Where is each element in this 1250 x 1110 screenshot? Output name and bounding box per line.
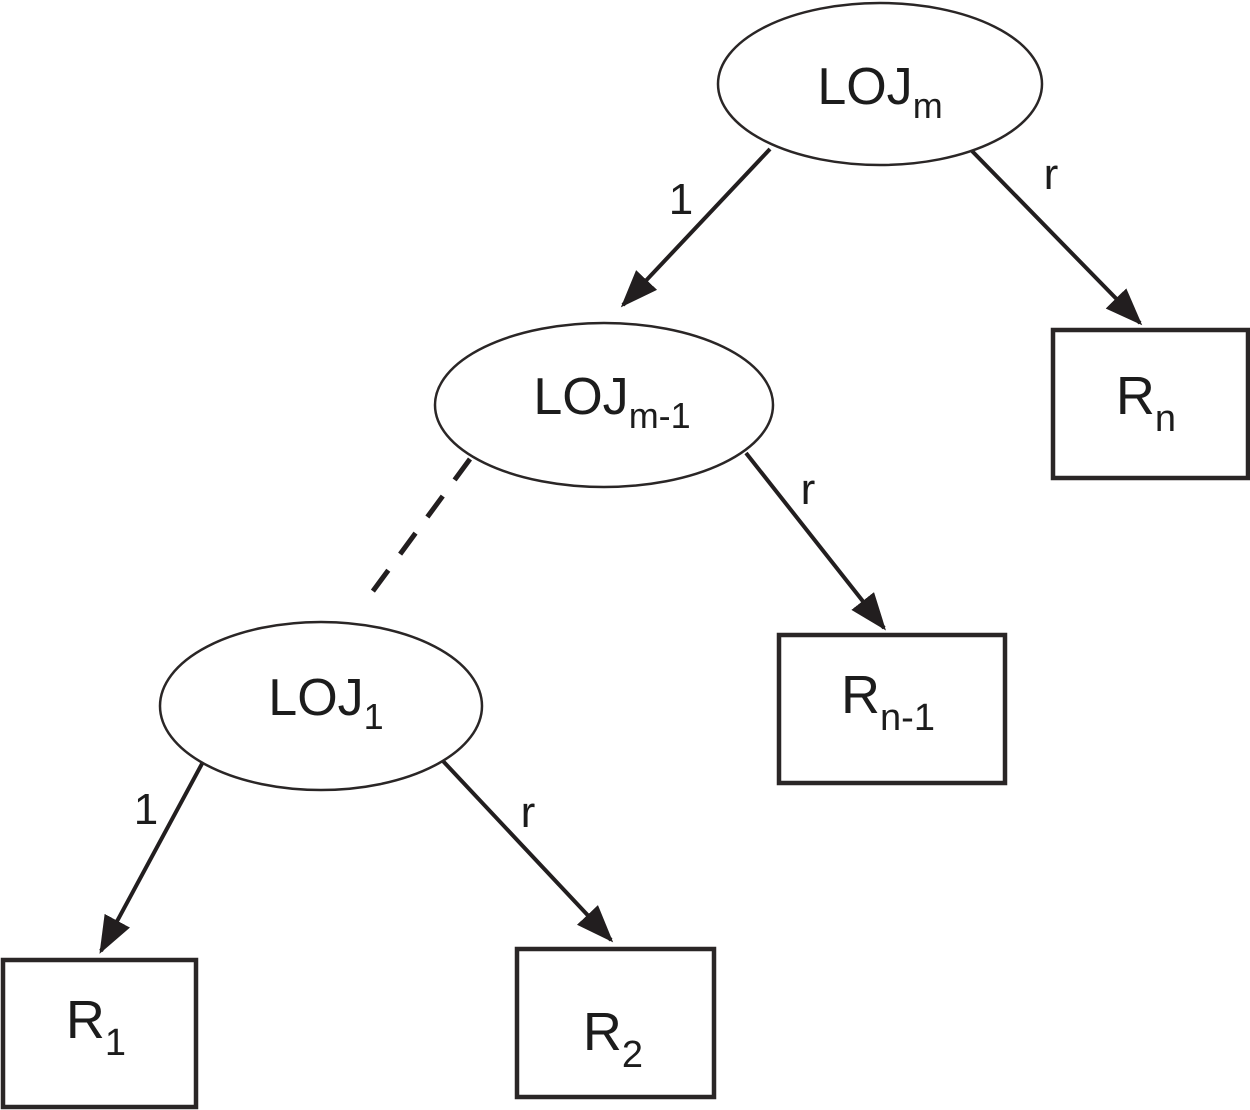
edge-loj-m-1-to-r-n-1 xyxy=(744,451,886,631)
edge-label-loj-m-right: r xyxy=(1044,150,1059,199)
label-subscript: m-1 xyxy=(629,395,691,436)
node-label-loj-1: LOJ1 xyxy=(268,669,383,737)
edge-label-loj-1-left: 1 xyxy=(134,785,158,834)
edge-label-loj-m-1-right: r xyxy=(801,465,816,514)
node-r-n-1: Rn-1 xyxy=(776,632,1008,786)
ellipse-loj-m-1 xyxy=(433,321,775,489)
node-label-r-1: R1 xyxy=(66,990,126,1064)
label-subscript: n xyxy=(1155,398,1176,440)
node-r-n: Rn xyxy=(1050,327,1250,481)
edge-label-loj-1-right: r xyxy=(521,788,536,837)
edge-label-loj-m-left: 1 xyxy=(669,175,693,224)
label-subscript: m xyxy=(913,85,943,126)
label-main: R xyxy=(583,1002,622,1062)
node-r-2: R2 xyxy=(514,946,717,1100)
label-main: R xyxy=(841,665,880,725)
node-loj-1: LOJ1 xyxy=(158,620,484,792)
label-main: R xyxy=(1116,366,1155,426)
ellipse-loj-m xyxy=(716,1,1044,167)
edge-loj-m-1-to-loj-1-dashed xyxy=(359,457,473,608)
edge-loj-m-to-r-n xyxy=(970,149,1143,326)
node-loj-m-1: LOJm-1 xyxy=(433,321,775,489)
label-subscript: 2 xyxy=(622,1034,643,1076)
edge-loj-1-to-r-2 xyxy=(440,758,614,943)
rect-r-2 xyxy=(514,946,717,1100)
node-r-1: R1 xyxy=(0,957,199,1110)
label-main: R xyxy=(66,990,105,1050)
rect-r-n xyxy=(1050,327,1250,481)
label-main: LOJ xyxy=(533,368,628,426)
node-label-r-n: Rn xyxy=(1116,366,1176,440)
edges xyxy=(99,147,1143,954)
edge-labels: 1 r r 1 r xyxy=(134,150,1059,837)
node-label-r-n-1: Rn-1 xyxy=(841,665,935,739)
node-label-loj-m: LOJm xyxy=(817,58,942,126)
edge-loj-1-to-r-1 xyxy=(99,759,206,954)
ellipse-loj-1 xyxy=(158,620,484,792)
rect-r-n-1 xyxy=(776,632,1008,786)
label-main: LOJ xyxy=(268,669,363,727)
edge-loj-m-to-loj-m-1 xyxy=(620,147,772,308)
label-main: LOJ xyxy=(817,58,912,116)
label-subscript: 1 xyxy=(364,696,384,737)
node-label-loj-m-1: LOJm-1 xyxy=(533,368,690,436)
node-loj-m: LOJm xyxy=(716,1,1044,167)
rect-r-1 xyxy=(0,957,199,1110)
label-subscript: n-1 xyxy=(880,697,935,739)
label-subscript: 1 xyxy=(105,1022,126,1064)
node-label-r-2: R2 xyxy=(583,1002,643,1076)
